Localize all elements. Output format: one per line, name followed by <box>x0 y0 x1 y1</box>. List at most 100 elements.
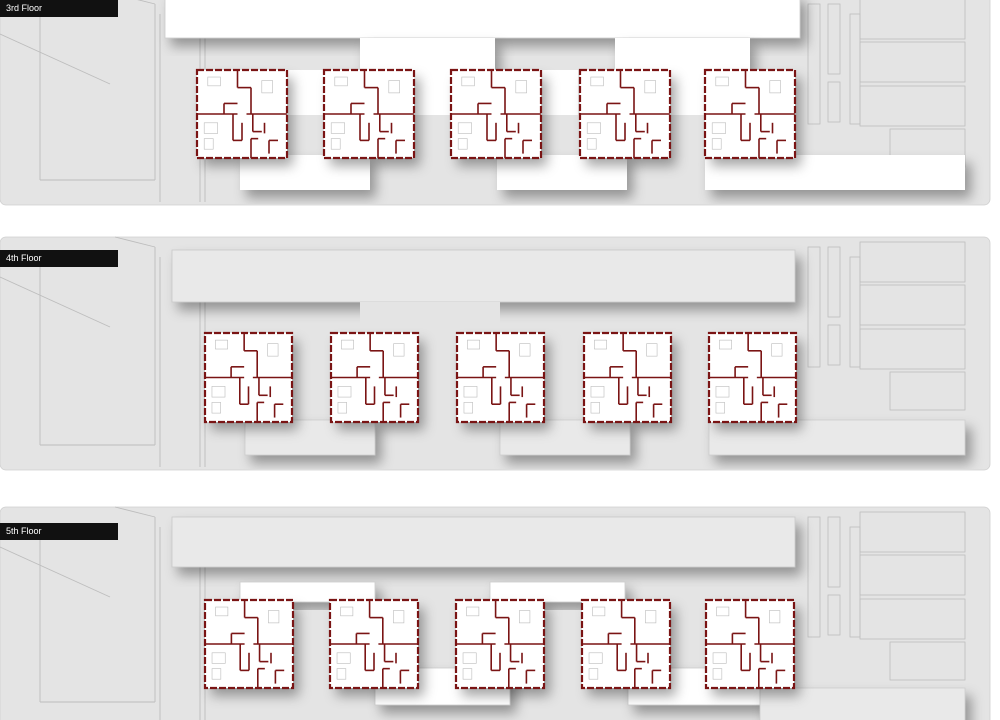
roof-lower-bar <box>759 687 966 720</box>
floor-label-5th: 5th Floor <box>0 523 118 540</box>
furniture <box>519 343 531 357</box>
planter <box>807 3 821 125</box>
furniture <box>268 610 280 624</box>
roof-lower-block <box>244 419 376 456</box>
furniture <box>215 339 228 350</box>
site-line <box>0 33 111 85</box>
floor-4-plan <box>0 236 991 471</box>
apartment-unit <box>322 68 416 160</box>
furniture <box>211 402 221 414</box>
furniture <box>519 610 531 624</box>
apartment-unit <box>454 598 546 690</box>
apartment-unit <box>449 68 543 160</box>
planter <box>827 594 841 636</box>
courtyard <box>360 302 500 332</box>
furniture <box>337 402 347 414</box>
furniture <box>457 122 473 134</box>
furniture <box>330 122 346 134</box>
furniture <box>590 402 600 414</box>
furniture <box>716 606 730 617</box>
planter <box>807 246 821 368</box>
furniture <box>215 606 229 617</box>
planter <box>827 3 841 75</box>
apartment-unit <box>203 331 294 424</box>
furniture <box>588 668 599 680</box>
apartment-unit <box>578 68 672 160</box>
site-line <box>137 0 156 5</box>
roof-link <box>413 70 451 115</box>
roof-lower-block <box>240 155 370 190</box>
furniture <box>462 668 473 680</box>
floor-3-plan <box>0 0 991 206</box>
furniture <box>393 343 405 357</box>
furniture <box>586 138 597 150</box>
furniture <box>711 138 722 150</box>
furniture <box>393 610 405 624</box>
furniture <box>388 80 400 94</box>
roof-lower-bar <box>705 155 965 190</box>
furniture <box>336 652 351 664</box>
furniture <box>340 606 354 617</box>
furniture <box>267 343 279 357</box>
furniture <box>715 386 730 398</box>
site-line <box>114 506 156 518</box>
apartment-unit <box>203 598 295 690</box>
furniture <box>588 652 603 664</box>
planter <box>827 324 841 366</box>
furniture <box>207 76 221 87</box>
furniture <box>645 610 657 624</box>
site-line <box>0 276 111 328</box>
furniture <box>334 76 348 87</box>
furniture <box>466 606 480 617</box>
floor-label-4th: 4th Floor <box>0 250 118 267</box>
apartment-unit <box>580 598 672 690</box>
furniture <box>203 138 214 150</box>
apartment-unit <box>328 598 420 690</box>
furniture <box>341 339 354 350</box>
furniture <box>590 386 605 398</box>
roof-main-bar <box>171 516 796 568</box>
floor-label-3rd: 3rd Floor <box>0 0 118 17</box>
roof-lower-block <box>497 155 627 190</box>
roof-lower-bar <box>708 419 966 456</box>
planter <box>827 81 841 123</box>
furniture <box>462 652 477 664</box>
roof-main-bar <box>171 249 796 303</box>
furniture <box>592 606 606 617</box>
furniture <box>771 343 783 357</box>
roof-main-bar <box>164 0 801 39</box>
corridor-roof <box>239 581 376 603</box>
furniture <box>337 386 352 398</box>
planter <box>849 13 861 125</box>
roof-bridge <box>615 38 750 70</box>
roof-link <box>669 70 707 115</box>
apartment-unit <box>329 331 420 424</box>
furniture <box>715 402 725 414</box>
apartment-unit <box>703 68 797 160</box>
planter <box>827 516 841 588</box>
furniture <box>461 76 475 87</box>
apartment-unit <box>195 68 289 160</box>
furniture <box>463 402 473 414</box>
furniture <box>594 339 607 350</box>
roof-bridge <box>360 38 495 70</box>
planter <box>849 526 861 638</box>
apartment-unit <box>455 331 546 424</box>
furniture <box>712 652 727 664</box>
furniture <box>719 339 732 350</box>
furniture <box>715 76 729 87</box>
furniture <box>769 610 781 624</box>
furniture <box>457 138 468 150</box>
roof-link <box>287 70 324 115</box>
apartment-unit <box>707 331 798 424</box>
furniture <box>586 122 602 134</box>
apartment-unit <box>704 598 796 690</box>
planter <box>827 246 841 318</box>
furniture <box>211 652 226 664</box>
planter <box>849 256 861 368</box>
furniture <box>515 80 527 94</box>
roof-lower-block <box>499 419 631 456</box>
furniture <box>211 386 226 398</box>
furniture <box>467 339 480 350</box>
